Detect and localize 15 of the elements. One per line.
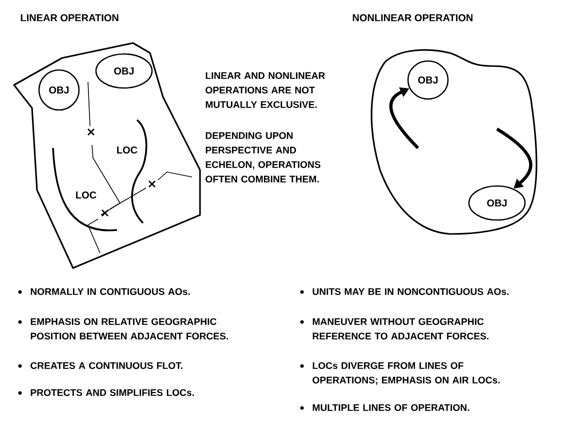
note-text: DEPENDING UPON PERSPECTIVE AND ECHELON, OPERATIONS OFTEN COMBINE THEM. <box>206 132 320 182</box>
heading: LINEAR OPERATION <box>20 14 118 22</box>
bullet-text: EMPHASIS ON RELATIVE GEOGRAPHIC POSITION BETWEEN ADJACENT FORCES. <box>30 318 228 340</box>
bullet-text: MULTIPLE LINES OF OPERATION. <box>312 404 470 411</box>
heading: NONLINEAR OPERATION <box>352 14 472 22</box>
bullet-text: CREATES A CONTINUOUS FLOT. <box>30 362 182 369</box>
area-label: LOC <box>76 191 96 199</box>
bullet-text: PROTECTS AND SIMPLIFIES LOCs. <box>30 389 194 396</box>
bullet-text: UNITS MAY BE IN NONCONTIGUOUS AOs. <box>312 288 509 295</box>
note-text: LINEAR AND NONLINEAR OPERATIONS ARE NOT MUTUALLY EXCLUSIVE. <box>206 72 325 108</box>
bullet-text: LOCs DIVERGE FROM LINES OF OPERATIONS; EMPHASIS ON AIR LOCs. <box>312 362 500 385</box>
bullet-text: MANEUVER WITHOUT GEOGRAPHIC REFERENCE TO ADJACENT FORCES. <box>312 318 488 340</box>
arrow <box>389 87 420 150</box>
bullet-text: NORMALLY IN CONTIGUOUS AOs. <box>30 288 190 295</box>
area-label: LOC <box>117 146 138 154</box>
